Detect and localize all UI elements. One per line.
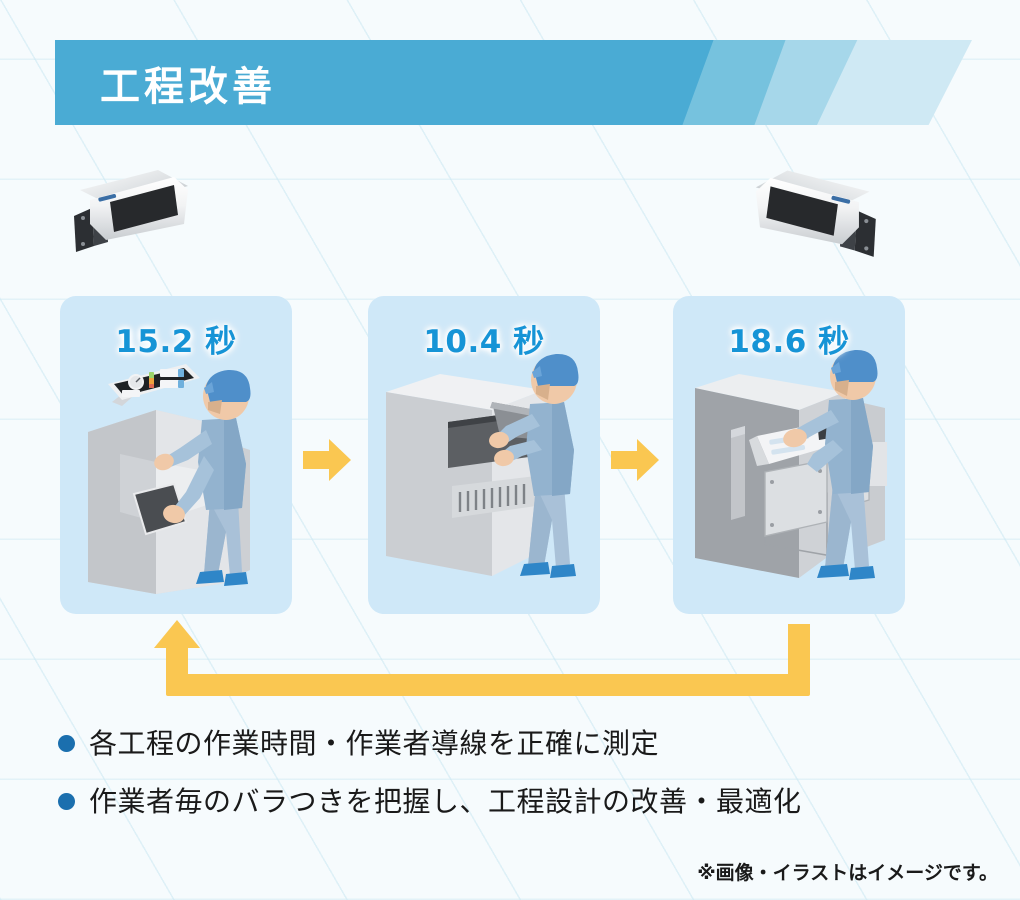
camera-logo	[98, 193, 117, 202]
process-step-3-time: 18.6 秒	[728, 324, 850, 360]
machine-cabinet	[386, 374, 544, 576]
footnote: ※画像・イラストはイメージです。	[697, 862, 998, 884]
illustration-worker-loading-machine	[386, 353, 579, 578]
worker-figure	[783, 349, 878, 580]
bullet-text-1: 各工程の作業時間・作業者導線を正確に測定	[89, 727, 660, 760]
process-step-1-time: 15.2 秒	[115, 324, 237, 360]
page-title: 工程改善	[100, 63, 276, 110]
process-step-1: 15.2 秒	[60, 296, 292, 614]
flow-arrow-1	[301, 437, 353, 483]
process-step-2-time: 10.4 秒	[423, 324, 545, 360]
header-banner: 工程改善	[55, 40, 975, 125]
camera-lens-panel	[766, 186, 838, 236]
worker-cap	[206, 369, 251, 402]
bullet-list: 各工程の作業時間・作業者導線を正確に測定 作業者毎のバラつきを把握し、工程設計の…	[58, 722, 978, 838]
arrow-right-icon	[611, 439, 659, 481]
process-step-3: 18.6 秒	[673, 296, 905, 614]
control-monitor	[108, 364, 200, 406]
camera-icon	[74, 170, 188, 252]
flow-arrow-2	[609, 437, 661, 483]
illustration-worker-control-panel	[88, 364, 251, 594]
worker-figure	[154, 369, 251, 586]
process-step-2: 10.4 秒	[368, 296, 600, 614]
security-camera-left	[62, 160, 192, 260]
security-camera-right	[745, 160, 895, 265]
list-item: 各工程の作業時間・作業者導線を正確に測定	[58, 722, 978, 762]
bullet-text-2: 作業者毎のバラつきを把握し、工程設計の改善・最適化	[89, 785, 802, 818]
worker-cap	[833, 349, 878, 382]
worker-figure	[489, 353, 579, 578]
feedback-loop	[140, 612, 820, 702]
camera-icon	[755, 170, 876, 257]
list-item: 作業者毎のバラつきを把握し、工程設計の改善・最適化	[58, 780, 978, 820]
camera-lens-panel	[110, 185, 178, 232]
machine-handle	[731, 426, 745, 520]
worker-cap	[534, 353, 579, 386]
vent-grille	[458, 484, 526, 512]
arrow-right-icon	[303, 439, 351, 481]
bullet-dot-icon	[58, 792, 75, 810]
illustration-worker-workbench-machine	[695, 349, 887, 580]
banner-solid-block	[55, 40, 615, 125]
bullet-dot-icon	[58, 734, 75, 752]
feedback-loop-arrow-icon	[154, 620, 810, 696]
camera-logo	[831, 195, 851, 204]
